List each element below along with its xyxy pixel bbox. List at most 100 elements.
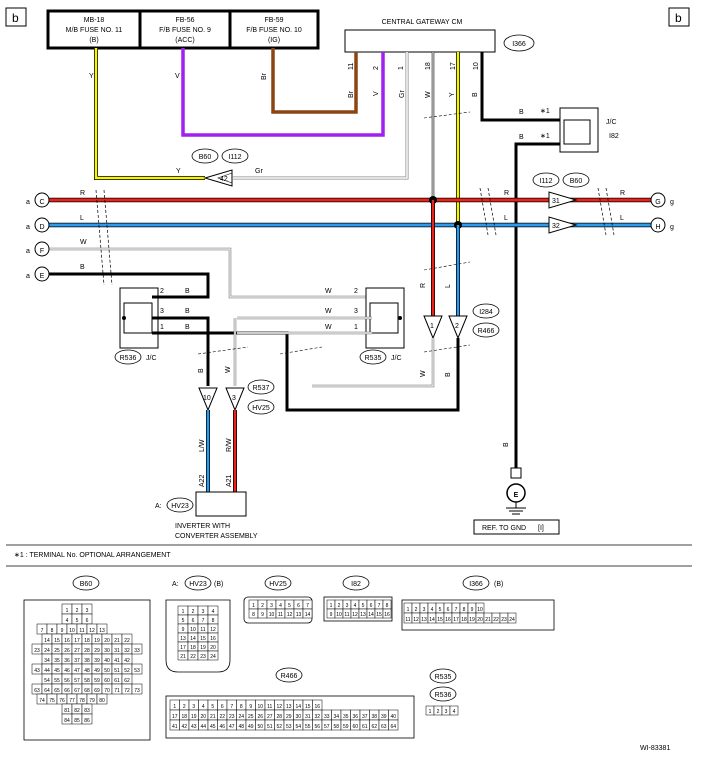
pin-number: 2 bbox=[192, 609, 195, 615]
pin-number: 12 bbox=[89, 628, 95, 634]
wire-label-b2: B bbox=[519, 109, 524, 116]
pin-number: 14 bbox=[368, 612, 374, 618]
conn-pin-h3: 3 bbox=[232, 395, 236, 402]
pin-number: 1 bbox=[66, 608, 69, 614]
pin-number: 34 bbox=[44, 658, 50, 664]
pin-number: 34 bbox=[333, 714, 339, 720]
inverter-line1: INVERTER WITH bbox=[175, 523, 230, 530]
pin-number: 18 bbox=[84, 638, 90, 644]
wire-br bbox=[271, 48, 358, 114]
pin-number: 2 bbox=[415, 607, 418, 613]
pin-number: 45 bbox=[54, 668, 60, 674]
fuse-name: F/B FUSE NO. 10 bbox=[246, 27, 302, 34]
wire-label-b5: B bbox=[198, 368, 205, 373]
fuse-circuit: (B) bbox=[89, 37, 98, 44]
wire-label-br2: Br bbox=[348, 90, 355, 98]
pin-cell bbox=[96, 693, 108, 705]
pin-number: 10 bbox=[257, 704, 263, 710]
pin-number: 53 bbox=[134, 668, 140, 674]
corner-box-right bbox=[668, 7, 690, 27]
pin-number: 10 bbox=[190, 627, 196, 633]
pin-number: 78 bbox=[79, 698, 85, 704]
pin-number: 9 bbox=[249, 704, 252, 710]
pin-number: 11 bbox=[267, 704, 272, 710]
wire-v bbox=[181, 48, 385, 137]
wire-label-y2: Y bbox=[449, 92, 456, 97]
pin-number: 48 bbox=[84, 668, 90, 674]
gateway-title: CENTRAL GATEWAY CM bbox=[382, 19, 463, 26]
conn-b60-tag: B60 bbox=[199, 154, 212, 161]
pin-number: 59 bbox=[94, 678, 100, 684]
pin-number: 4 bbox=[453, 709, 456, 715]
pin-number: 17 bbox=[74, 638, 80, 644]
wire-label-y: Y bbox=[89, 73, 94, 80]
pin-number: 6 bbox=[221, 704, 224, 710]
pin-number: 10 bbox=[269, 612, 275, 618]
pin-number: 14 bbox=[190, 636, 196, 642]
pin-number: 49 bbox=[248, 724, 254, 730]
connector-3-arrow bbox=[225, 387, 245, 412]
wire-label-b3: B bbox=[519, 134, 524, 141]
bus-w bbox=[46, 248, 372, 298]
pin-number: 24 bbox=[210, 654, 216, 660]
pin-number: 41 bbox=[114, 658, 120, 664]
pin-number: 6 bbox=[192, 618, 195, 624]
gateway-pin: 17 bbox=[450, 62, 457, 70]
pin-a21: A21 bbox=[226, 474, 233, 487]
pin-number: 9 bbox=[182, 627, 185, 633]
conn-pin-r1: 1 bbox=[430, 323, 434, 330]
wire-label-b: B bbox=[472, 92, 479, 97]
pin-number: 3 bbox=[192, 704, 195, 710]
pin-number: 14 bbox=[305, 612, 311, 618]
pin-number: 32 bbox=[124, 648, 130, 654]
pin-number: 1 bbox=[407, 607, 410, 613]
pin-number: 13 bbox=[296, 612, 302, 618]
pin-number: 7 bbox=[455, 607, 458, 613]
pin-number: 84 bbox=[64, 718, 70, 724]
bus-c: C bbox=[39, 199, 44, 206]
pin-number: 22 bbox=[124, 638, 130, 644]
conn-i112-tag: I112 bbox=[228, 154, 241, 161]
ground-ref-id: [I] bbox=[538, 525, 544, 532]
svg-text:g: g bbox=[670, 199, 674, 206]
corner-box-left bbox=[5, 7, 27, 27]
bus-label-r2: R bbox=[504, 190, 509, 197]
pin-number: 9 bbox=[471, 607, 474, 613]
cv-i82-label: I82 bbox=[351, 581, 361, 588]
pin-number: 16 bbox=[445, 617, 451, 623]
wire-label-lw: L/W bbox=[199, 439, 206, 452]
pin-number: 24 bbox=[44, 648, 50, 654]
pin-number: 20 bbox=[200, 714, 206, 720]
pin-number: 1 bbox=[429, 709, 432, 715]
connector-10-arrow bbox=[198, 387, 218, 412]
bus-e: E bbox=[40, 273, 45, 280]
fuse-circuit: (IG) bbox=[268, 37, 280, 44]
conn-b60-tag2: B60 bbox=[570, 178, 583, 185]
wire-label-v2: V bbox=[373, 91, 380, 96]
ground-symbol: E bbox=[514, 492, 519, 499]
drop-label-r: R bbox=[420, 283, 427, 288]
pin-number: 56 bbox=[314, 724, 320, 730]
fuse-fb56: FB-56 F/B FUSE NO. 9 (ACC) bbox=[159, 17, 211, 44]
pin-number: 2 bbox=[437, 709, 440, 715]
pin-number: 66 bbox=[64, 688, 70, 694]
pin-number: 50 bbox=[257, 724, 263, 730]
conn-pin-h10: 10 bbox=[203, 395, 211, 402]
gateway-pin: 2 bbox=[373, 66, 380, 70]
pin-number: 52 bbox=[276, 724, 282, 730]
pin-number: 6 bbox=[297, 603, 300, 609]
inverter-box bbox=[195, 491, 247, 517]
pin-number: 9 bbox=[261, 612, 264, 618]
pin-number: 2 bbox=[76, 608, 79, 614]
pin-number: 38 bbox=[371, 714, 377, 720]
pin-number: 15 bbox=[54, 638, 60, 644]
pin-number: 21 bbox=[180, 654, 186, 660]
pin-number: 43 bbox=[191, 724, 197, 730]
pin-number: 1 bbox=[173, 704, 176, 710]
pin-number: 14 bbox=[429, 617, 435, 623]
